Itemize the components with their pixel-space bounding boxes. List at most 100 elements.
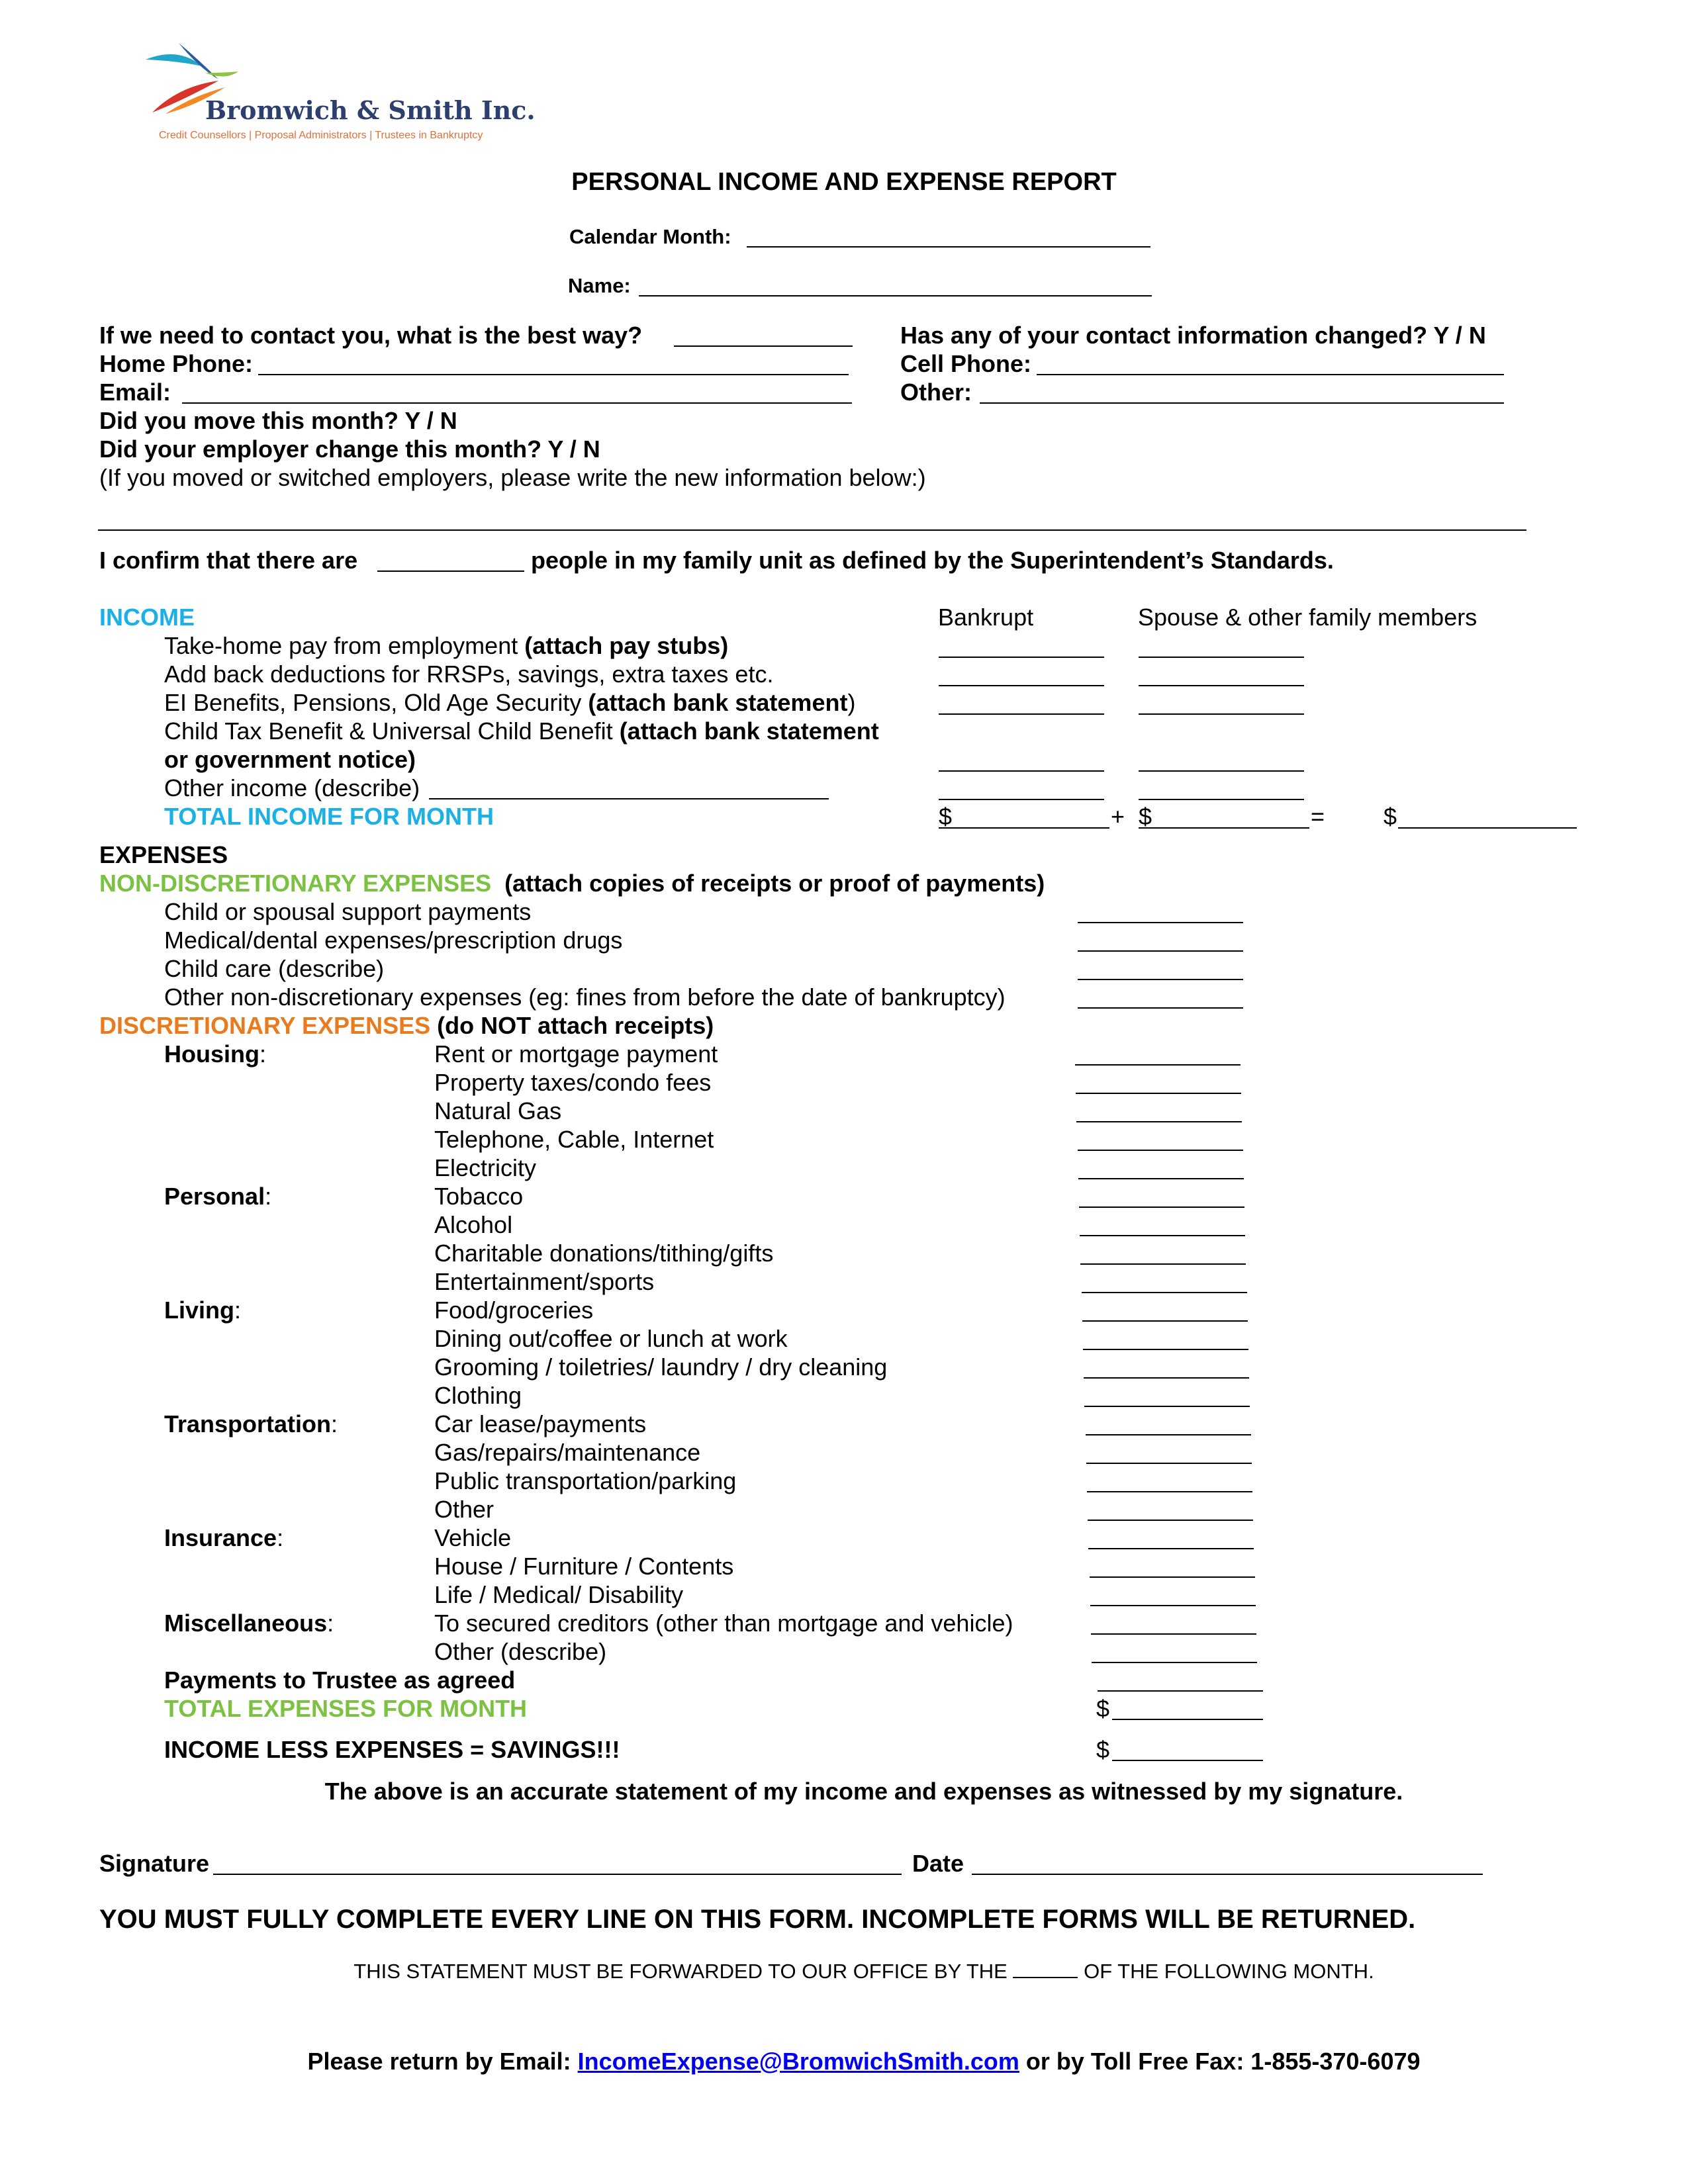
total-income-spouse-dollar: $	[1139, 803, 1152, 830]
discretionary-item: Property taxes/condo fees	[434, 1069, 712, 1096]
family-count-field[interactable]	[377, 570, 524, 572]
income-row-ei: EI Benefits, Pensions, Old Age Security …	[164, 689, 856, 716]
family-after: people in my family unit as defined by t…	[531, 547, 1334, 574]
income-row-takehome: Take-home pay from employment (attach pa…	[164, 632, 729, 659]
non-discretionary-item: Child or spousal support payments	[164, 898, 532, 925]
discretionary-amount-field[interactable]	[1084, 1377, 1249, 1379]
trustee-payments-field[interactable]	[1098, 1690, 1263, 1692]
income-takehome-bankrupt[interactable]	[939, 657, 1104, 658]
discretionary-item: Public transportation/parking	[434, 1467, 737, 1494]
calendar-month-field[interactable]	[747, 246, 1150, 248]
forward-day-field[interactable]	[1013, 1957, 1078, 1978]
discretionary-amount-field[interactable]	[1090, 1576, 1255, 1578]
email-field[interactable]	[182, 402, 852, 404]
discretionary-amount-field[interactable]	[1080, 1235, 1245, 1236]
total-income-bankrupt-dollar: $	[939, 803, 953, 830]
discretionary-amount-field[interactable]	[1090, 1605, 1256, 1606]
non-discretionary-amount-field[interactable]	[1078, 922, 1243, 923]
completion-warning: YOU MUST FULLY COMPLETE EVERY LINE ON TH…	[99, 1905, 1416, 1934]
other-contact-field[interactable]	[980, 402, 1504, 404]
category-miscellaneous: Miscellaneous:	[164, 1610, 334, 1637]
discretionary-item: Entertainment/sports	[434, 1268, 655, 1295]
income-heading: INCOME	[99, 604, 195, 631]
discretionary-item: Life / Medical/ Disability	[434, 1581, 684, 1608]
discretionary-item: Electricity	[434, 1154, 537, 1181]
discretionary-amount-field[interactable]	[1082, 1320, 1248, 1322]
non-discretionary-amount-field[interactable]	[1078, 979, 1243, 980]
income-addback-bankrupt[interactable]	[939, 685, 1104, 686]
discretionary-item: Alcohol	[434, 1211, 513, 1238]
discretionary-item: Clothing	[434, 1382, 522, 1409]
email-label: Email:	[99, 379, 171, 406]
home-phone-field[interactable]	[258, 374, 849, 375]
total-income-combined-field[interactable]	[1398, 827, 1577, 829]
non-discretionary-amount-field[interactable]	[1078, 1007, 1243, 1009]
discretionary-amount-field[interactable]	[1088, 1520, 1253, 1521]
date-field[interactable]	[972, 1874, 1483, 1875]
discretionary-item: Telephone, Cable, Internet	[434, 1126, 714, 1153]
income-row-other: Other income (describe)	[164, 774, 420, 801]
forward-statement: THIS STATEMENT MUST BE FORWARDED TO OUR …	[0, 1957, 1688, 1983]
income-other-spouse[interactable]	[1139, 799, 1304, 800]
discretionary-amount-field[interactable]	[1076, 1121, 1242, 1122]
income-addback-spouse[interactable]	[1139, 685, 1304, 686]
company-tagline: Credit Counsellors | Proposal Administra…	[159, 130, 483, 141]
income-other-bankrupt[interactable]	[939, 799, 1104, 800]
new-info-note: (If you moved or switched employers, ple…	[99, 464, 926, 491]
discretionary-amount-field[interactable]	[1084, 1406, 1250, 1407]
discretionary-item: Vehicle	[434, 1524, 512, 1551]
income-ei-spouse[interactable]	[1139, 713, 1304, 715]
signature-field[interactable]	[213, 1874, 902, 1875]
discretionary-amount-field[interactable]	[1079, 1206, 1244, 1208]
total-income-bankrupt-field[interactable]	[939, 827, 1109, 829]
new-info-field[interactable]	[98, 529, 1526, 531]
discretionary-amount-field[interactable]	[1087, 1491, 1252, 1492]
discretionary-amount-field[interactable]	[1082, 1292, 1247, 1293]
total-expenses-label: TOTAL EXPENSES FOR MONTH	[164, 1695, 528, 1722]
name-field[interactable]	[639, 295, 1152, 296]
home-phone-label: Home Phone:	[99, 350, 254, 377]
income-ei-bankrupt[interactable]	[939, 713, 1104, 715]
trustee-payments-label: Payments to Trustee as agreed	[164, 1666, 516, 1694]
savings-label: INCOME LESS EXPENSES = SAVINGS!!!	[164, 1736, 620, 1763]
discretionary-item: Other	[434, 1496, 494, 1523]
total-expenses-dollar: $	[1096, 1695, 1110, 1722]
total-income-spouse-field[interactable]	[1139, 827, 1309, 829]
income-childtax-bankrupt[interactable]	[939, 770, 1104, 772]
discretionary-amount-field[interactable]	[1075, 1064, 1241, 1066]
category-housing: Housing:	[164, 1040, 266, 1068]
category-personal: Personal:	[164, 1183, 272, 1210]
other-contact-label: Other:	[900, 379, 972, 406]
discretionary-item: Tobacco	[434, 1183, 524, 1210]
signature-label: Signature	[99, 1850, 210, 1877]
discretionary-amount-field[interactable]	[1083, 1349, 1248, 1350]
income-childtax-spouse[interactable]	[1139, 770, 1304, 772]
category-living: Living:	[164, 1297, 242, 1324]
discretionary-amount-field[interactable]	[1078, 1150, 1243, 1151]
return-email-link[interactable]: IncomeExpense@BromwichSmith.com	[577, 2048, 1019, 2075]
discretionary-amount-field[interactable]	[1092, 1662, 1257, 1663]
bird-logo-icon	[146, 43, 238, 114]
income-col-bankrupt: Bankrupt	[938, 604, 1034, 631]
best-way-field[interactable]	[674, 345, 853, 347]
income-other-describe-field[interactable]	[429, 798, 829, 799]
discretionary-amount-field[interactable]	[1088, 1548, 1254, 1549]
income-row-child-tax-cont: or government notice)	[164, 746, 416, 773]
income-takehome-spouse[interactable]	[1139, 657, 1304, 658]
discretionary-amount-field[interactable]	[1086, 1463, 1252, 1464]
return-instructions: Please return by Email: IncomeExpense@Br…	[307, 2048, 1421, 2075]
discretionary-amount-field[interactable]	[1078, 1178, 1244, 1179]
cell-phone-field[interactable]	[1037, 374, 1504, 375]
discretionary-amount-field[interactable]	[1086, 1434, 1251, 1435]
non-discretionary-amount-field[interactable]	[1078, 950, 1243, 952]
discretionary-amount-field[interactable]	[1091, 1633, 1256, 1635]
income-col-spouse: Spouse & other family members	[1138, 604, 1477, 631]
name-label: Name:	[568, 274, 631, 297]
discretionary-amount-field[interactable]	[1080, 1263, 1246, 1265]
total-expenses-field[interactable]	[1112, 1719, 1263, 1720]
discretionary-amount-field[interactable]	[1076, 1093, 1241, 1094]
non-discretionary-heading: NON-DISCRETIONARY EXPENSES (attach copie…	[99, 870, 1045, 897]
savings-field[interactable]	[1112, 1760, 1263, 1761]
family-before: I confirm that there are	[99, 547, 358, 574]
employer-question: Did your employer change this month? Y /…	[99, 435, 600, 463]
